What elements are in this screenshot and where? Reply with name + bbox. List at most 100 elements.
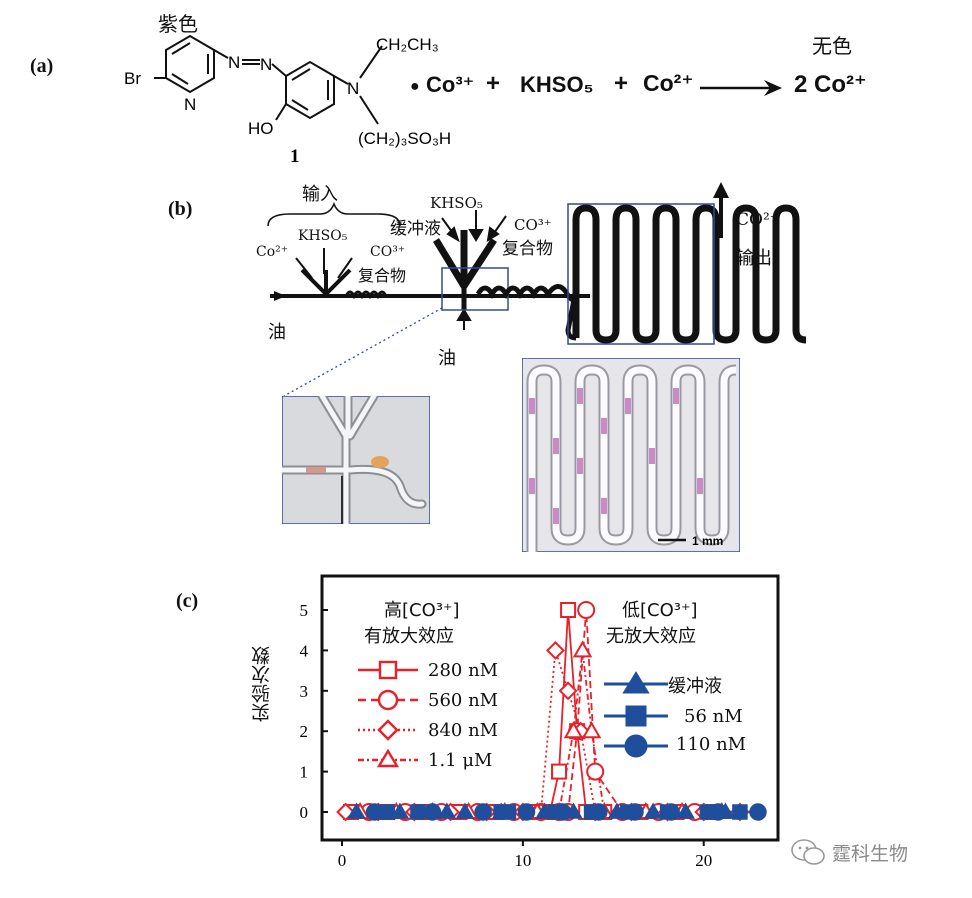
legend-110nm: 110 nM: [676, 734, 747, 755]
data-point: [551, 763, 568, 780]
input-brace: [267, 201, 401, 227]
output-co-label: CO²⁺: [736, 210, 779, 230]
data-point: [749, 803, 767, 821]
co3-main-label: CO³⁺: [514, 216, 552, 234]
high-group-title: 高[CO³⁺]: [384, 600, 460, 621]
y-tick-label: 2: [300, 722, 309, 741]
purple-label: 紫色: [158, 12, 198, 36]
data-point: [517, 803, 536, 821]
khso5-input-label: KHSO₅: [298, 228, 348, 244]
microfluidic-schematic: [267, 201, 807, 345]
data-point: [563, 721, 584, 739]
data-point: [558, 681, 578, 701]
co3-input-label: CO³⁺: [370, 244, 406, 260]
panel-b-label: (b): [168, 198, 193, 220]
data-point: [347, 802, 366, 819]
data-point: [474, 803, 492, 821]
legend-1-1um: 1.1 μM: [428, 750, 493, 771]
data-point: [546, 640, 565, 660]
y-axis-label: 实验次数: [251, 646, 273, 722]
compound-1-structure: Br N N N N HO CH₂CH₃ (CH₂)₃SO₃H 1: [124, 34, 451, 167]
zoom-connector: [283, 307, 443, 397]
watermark-text: 霆科生物: [832, 842, 909, 865]
scale-bar-label: 1 mm: [692, 534, 723, 548]
data-point: [572, 640, 593, 658]
y-tick-label: 3: [300, 682, 309, 701]
x-tick-label: 0: [338, 851, 347, 870]
data-point: [410, 804, 426, 820]
plus-sign-2: +: [614, 70, 629, 97]
data-point: [455, 802, 475, 819]
plot-frame: [320, 574, 780, 842]
data-point: [437, 802, 457, 819]
legend-buffer: 缓冲液: [668, 676, 722, 697]
high-group-subtitle: 有放大效应: [364, 626, 454, 647]
output-arrow: [713, 182, 729, 238]
khso5-main-label: KHSO₅: [430, 194, 483, 212]
compound-number: 1: [290, 146, 300, 167]
colorless-label: 无色: [812, 34, 852, 58]
product-cobalt2: 2 Co²⁺: [794, 71, 867, 98]
junction-micrograph: [282, 396, 430, 524]
low-group-subtitle: 无放大效应: [606, 626, 696, 647]
data-point: [662, 803, 680, 821]
y-tick-label: 0: [300, 803, 309, 822]
counts-chart: 0 1 2 3 4 5 0 10 20: [300, 574, 780, 870]
data-point: [577, 601, 596, 619]
cobalt2-ion: Co²⁺: [643, 70, 694, 96]
data-point: [581, 721, 602, 739]
data-point: [732, 804, 748, 820]
data-point: [390, 802, 410, 819]
output-label: 输出: [736, 248, 772, 269]
propyl-group: CH₂CH₃: [376, 35, 439, 54]
y-tick-label: 5: [300, 601, 309, 620]
oxidant-khso5: KHSO₅: [520, 72, 594, 97]
legend-840nm: 840 nM: [428, 720, 499, 741]
oil-left-label: 油: [268, 322, 286, 343]
data-point: [626, 803, 644, 821]
legend-280nm: 280 nM: [428, 660, 499, 681]
data-point: [676, 802, 695, 819]
br-atom: Br: [124, 69, 141, 88]
legend-56nm: 56 nM: [684, 706, 743, 727]
reaction-arrow: [700, 80, 782, 96]
panel-c-label: (c): [176, 590, 199, 612]
data-point: [365, 803, 384, 821]
amine-n-atom: N: [347, 79, 359, 98]
y-tick-label: 1: [300, 763, 309, 782]
buffer-label: 缓冲液: [390, 219, 441, 239]
pyridine-n-atom: N: [184, 95, 196, 114]
data-point: [423, 803, 442, 821]
complex-main-label: 复合物: [502, 239, 553, 259]
data-point: [709, 803, 727, 821]
data-point: [643, 802, 663, 819]
y-tick-label: 4: [300, 641, 309, 660]
sulfo-group: (CH₂)₃SO₃H: [358, 129, 451, 148]
data-point: [500, 804, 517, 820]
data-point: [560, 602, 577, 618]
azo-n2-atom: N: [260, 55, 272, 74]
wechat-icon: [791, 839, 825, 865]
azo-n1-atom: N: [228, 53, 240, 72]
complex-input-label: 复合物: [358, 266, 407, 285]
panel-a-label: (a): [30, 55, 54, 77]
low-group-title: 低[CO³⁺]: [622, 600, 698, 621]
oil-bottom-label: 油: [438, 348, 456, 369]
legend-high-markers: [358, 660, 418, 768]
serpentine-micrograph: 1 mm: [522, 358, 740, 552]
plus-sign-1: +: [486, 70, 501, 97]
watermark: 霆科生物: [790, 838, 908, 866]
data-point: [553, 803, 572, 821]
co2-input-label: Co²⁺: [256, 244, 289, 260]
bullet-dot: ●: [410, 78, 420, 95]
legend-560nm: 560 nM: [428, 690, 499, 711]
data-point: [590, 803, 608, 821]
input-label: 输入: [302, 184, 338, 205]
x-tick-label: 20: [695, 851, 712, 870]
cobalt3-ion: Co³⁺: [426, 72, 475, 97]
x-tick-label: 10: [514, 851, 531, 870]
hydroxyl-group: HO: [248, 119, 274, 138]
legend-low-markers: [604, 671, 668, 758]
data-point: [586, 762, 605, 781]
data-point: [336, 802, 356, 822]
